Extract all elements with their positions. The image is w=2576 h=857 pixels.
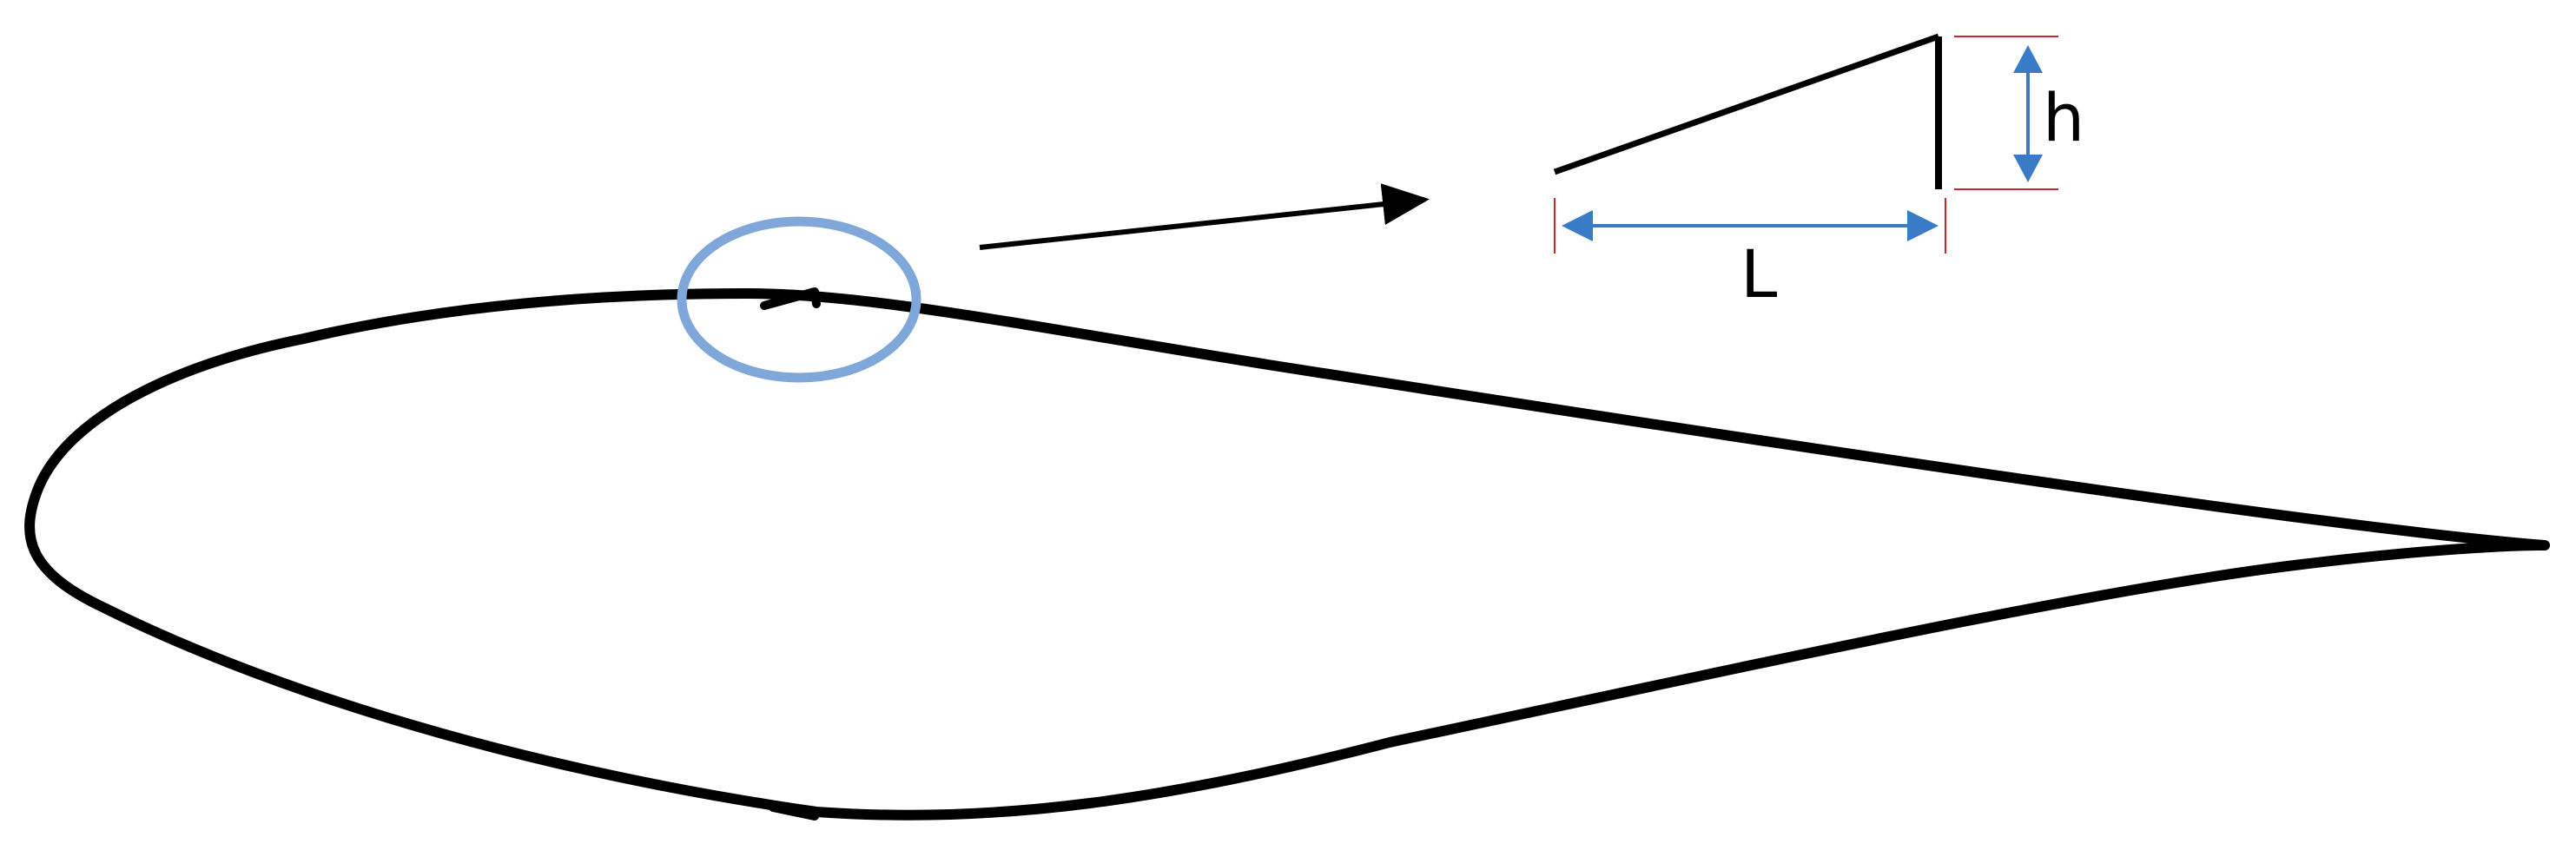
l-label: L [1740, 235, 1777, 313]
lower-surface-mark [769, 803, 819, 821]
h-arrowhead-bottom [2013, 155, 2043, 182]
l-arrowhead-right [1907, 210, 1939, 241]
h-label: h [2043, 79, 2084, 156]
pointer-arrow [979, 183, 1430, 250]
wedge-slope-line [1553, 33, 1940, 175]
highlight-circle [677, 216, 921, 383]
roughness-element [760, 287, 821, 310]
l-arrowhead-left [1562, 210, 1593, 241]
h-arrowhead-top [2013, 45, 2043, 73]
airfoil-outline [24, 288, 2550, 821]
